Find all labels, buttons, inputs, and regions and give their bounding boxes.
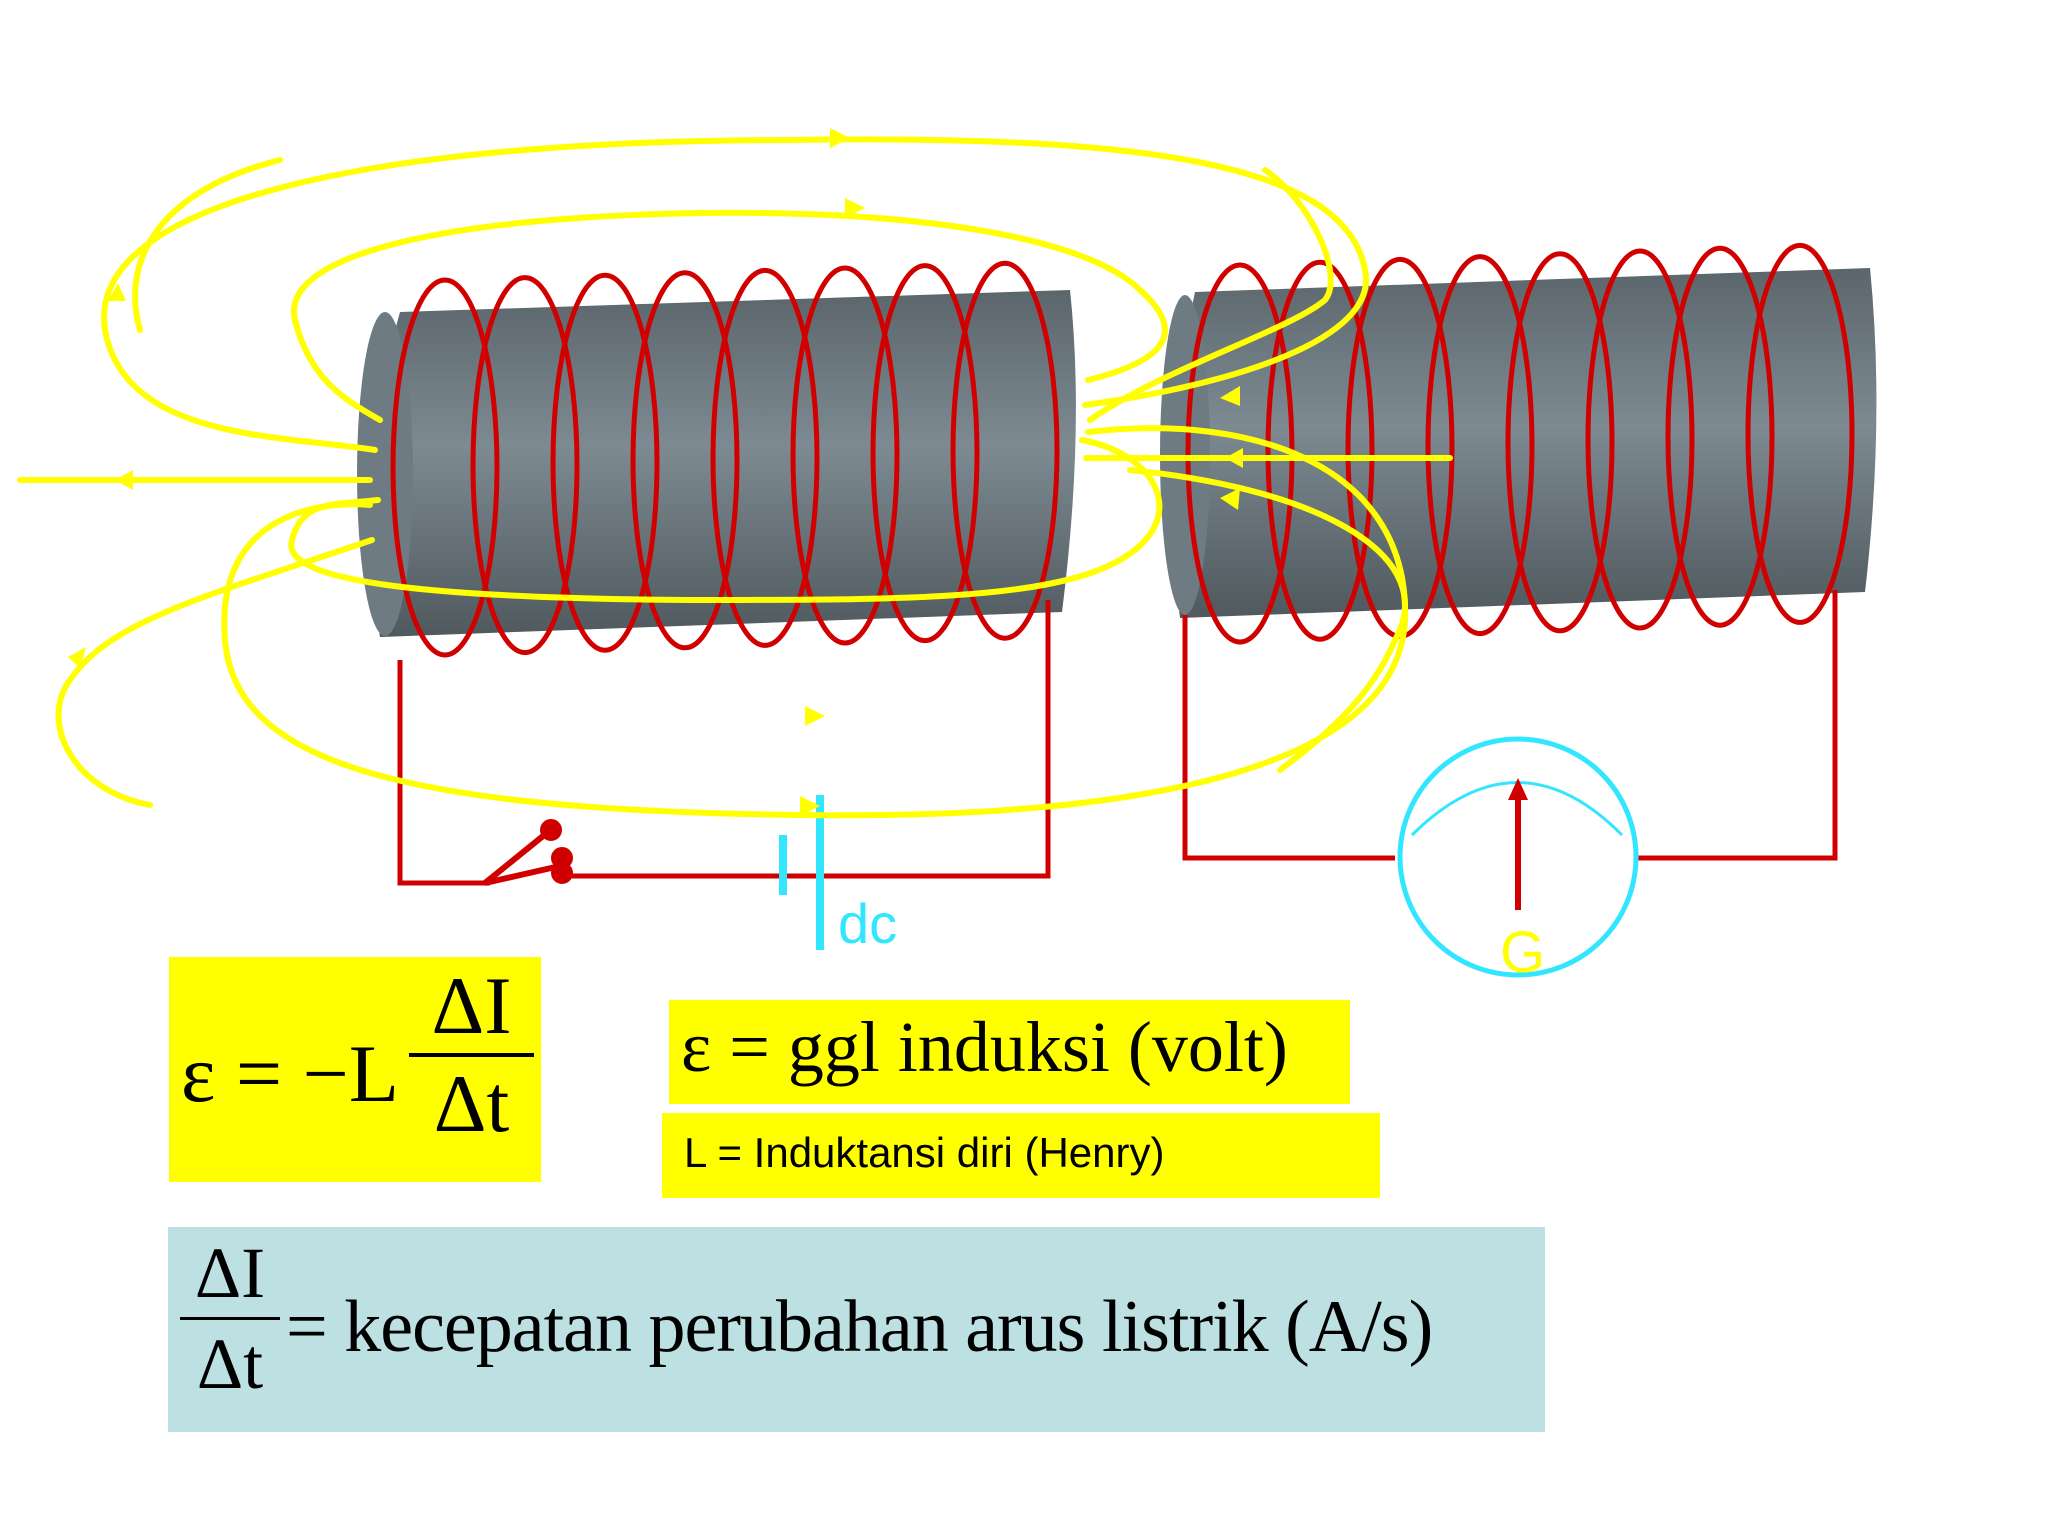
inductance-definition: L = Induktansi diri (Henry) (662, 1113, 1380, 1198)
inductance-formula: ε = −L ΔI Δt (169, 957, 541, 1182)
inductance-definition-text: L = Induktansi diri (Henry) (684, 1129, 1165, 1176)
coil-winding (390, 277, 500, 658)
coil-winding (1505, 251, 1615, 634)
rate-fraction-bar (180, 1317, 280, 1320)
coil-winding (630, 270, 740, 651)
formula-lhs: ε = −L (181, 1028, 400, 1119)
emf-definition: ε = ggl induksi (volt) (669, 1000, 1350, 1104)
formula-fraction: ΔI Δt (409, 965, 534, 1145)
rate-numerator: ΔI (194, 1233, 266, 1313)
rate-definition: ΔI Δt = kecepatan perubahan arus listrik… (168, 1227, 1545, 1432)
coil-winding (1745, 242, 1855, 625)
galvanometer (1397, 736, 1639, 978)
galvanometer-label: G (1500, 920, 1545, 985)
rate-fraction: ΔI Δt (180, 1237, 280, 1400)
primary-coil (390, 260, 1060, 886)
coil-winding (550, 272, 660, 653)
fraction-bar (409, 1053, 534, 1057)
coil-winding (710, 267, 820, 648)
coil-winding (1665, 245, 1775, 628)
coil-winding (1265, 259, 1375, 642)
coil-winding (870, 263, 980, 644)
battery-label: dc (838, 892, 897, 955)
field-lines (17, 136, 1453, 819)
coil-winding (950, 260, 1060, 641)
battery (779, 795, 824, 950)
coil-winding (1585, 248, 1695, 631)
emf-definition-text: ε = ggl induksi (volt) (681, 1007, 1288, 1087)
switch[interactable] (483, 819, 573, 886)
formula-denominator: Δt (433, 1058, 510, 1149)
rate-text: = kecepatan perubahan arus listrik (A/s) (286, 1286, 1433, 1368)
coil-winding (790, 265, 900, 646)
coil-winding (470, 275, 580, 656)
rate-denominator: Δt (196, 1324, 264, 1404)
field-arrows (68, 128, 1243, 816)
formula-numerator: ΔI (431, 960, 512, 1051)
coil-winding (1425, 254, 1535, 637)
